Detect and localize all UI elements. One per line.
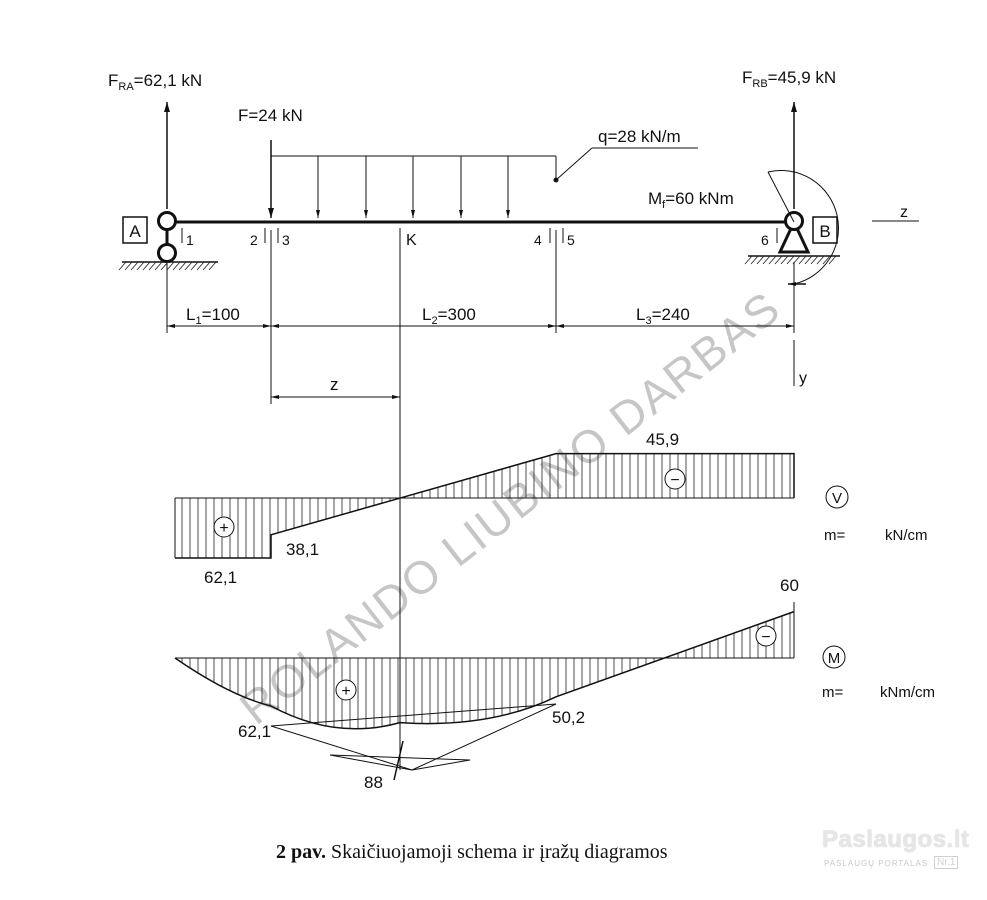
moment-label-50-2: 50,2 <box>552 708 585 727</box>
moment-88-leader <box>393 740 404 781</box>
shear-label-62-1: 62,1 <box>204 568 237 587</box>
axis-y-label: y <box>799 370 807 387</box>
point-5: 5 <box>567 232 575 248</box>
point-4: 4 <box>534 232 542 248</box>
figure-caption: 2 pav. Skaičiuojamoji schema ir įražų di… <box>276 841 668 863</box>
reaction-a-label: FRA=62,1 kN <box>108 71 202 93</box>
moment-scale-unit: kNm/cm <box>880 684 935 701</box>
support-a: A <box>118 211 218 271</box>
logo-main-text: Paslaugos.lt <box>822 826 970 853</box>
point-6: 6 <box>761 232 769 248</box>
moment-minus-text: − <box>761 629 770 646</box>
point-2: 2 <box>250 232 258 248</box>
support-a-label: A <box>129 222 141 241</box>
force-f-label: F=24 kN <box>238 106 303 125</box>
reaction-b-label: FRB=45,9 kN <box>742 68 836 90</box>
shear-symbol: V <box>832 490 842 507</box>
shear-diagram: + − <box>174 452 795 559</box>
distributed-load <box>271 147 698 218</box>
dim-l1: L1=100 <box>186 305 240 327</box>
point-3: 3 <box>282 232 290 248</box>
moment-mf <box>767 170 839 286</box>
shear-scale-label: m= <box>824 527 845 544</box>
dim-l2: L2=300 <box>422 305 476 327</box>
shear-scale-unit: kN/cm <box>885 527 928 544</box>
shear-plus-text: + <box>219 520 228 537</box>
moment-label-88: 88 <box>364 773 383 792</box>
axis-z-label: z <box>900 204 908 221</box>
point-k: K <box>406 232 417 249</box>
moment-minus-sign <box>755 625 777 647</box>
moment-label-60: 60 <box>780 576 799 595</box>
moment-plus-sign <box>335 679 357 701</box>
support-b: B <box>744 211 840 265</box>
point-1: 1 <box>186 232 194 248</box>
shear-minus-text: − <box>670 472 679 489</box>
shear-plus-sign <box>213 516 235 538</box>
moment-symbol-circle <box>822 645 846 669</box>
moment-outline <box>174 610 795 730</box>
moment-plus-text: + <box>341 683 350 700</box>
logo-sub-text: PASLAUGŲ PORTALAS <box>824 859 929 868</box>
moment-mf-label: Mf=60 kNm <box>648 189 734 211</box>
dimension-lines <box>166 228 795 770</box>
shear-symbol-circle <box>825 485 849 509</box>
load-q-label: q=28 kN/m <box>598 127 681 146</box>
dim-z: z <box>330 375 339 394</box>
shear-label-38-1: 38,1 <box>286 540 319 559</box>
paslaugos-logo: Paslaugos.lt PASLAUGŲ PORTALAS Nr.1 <box>822 826 970 878</box>
dim-l3: L3=240 <box>636 305 690 327</box>
moment-scale-label: m= <box>822 684 843 701</box>
shear-minus-sign <box>664 468 686 490</box>
moment-diagram: + − <box>174 602 795 781</box>
section-marks <box>181 228 778 243</box>
shear-label-45-9: 45,9 <box>646 430 679 449</box>
moment-symbol: M <box>828 650 841 667</box>
logo-nr-badge: Nr.1 <box>934 856 959 869</box>
moment-label-62-1: 62,1 <box>238 722 271 741</box>
support-b-label: B <box>819 222 830 241</box>
